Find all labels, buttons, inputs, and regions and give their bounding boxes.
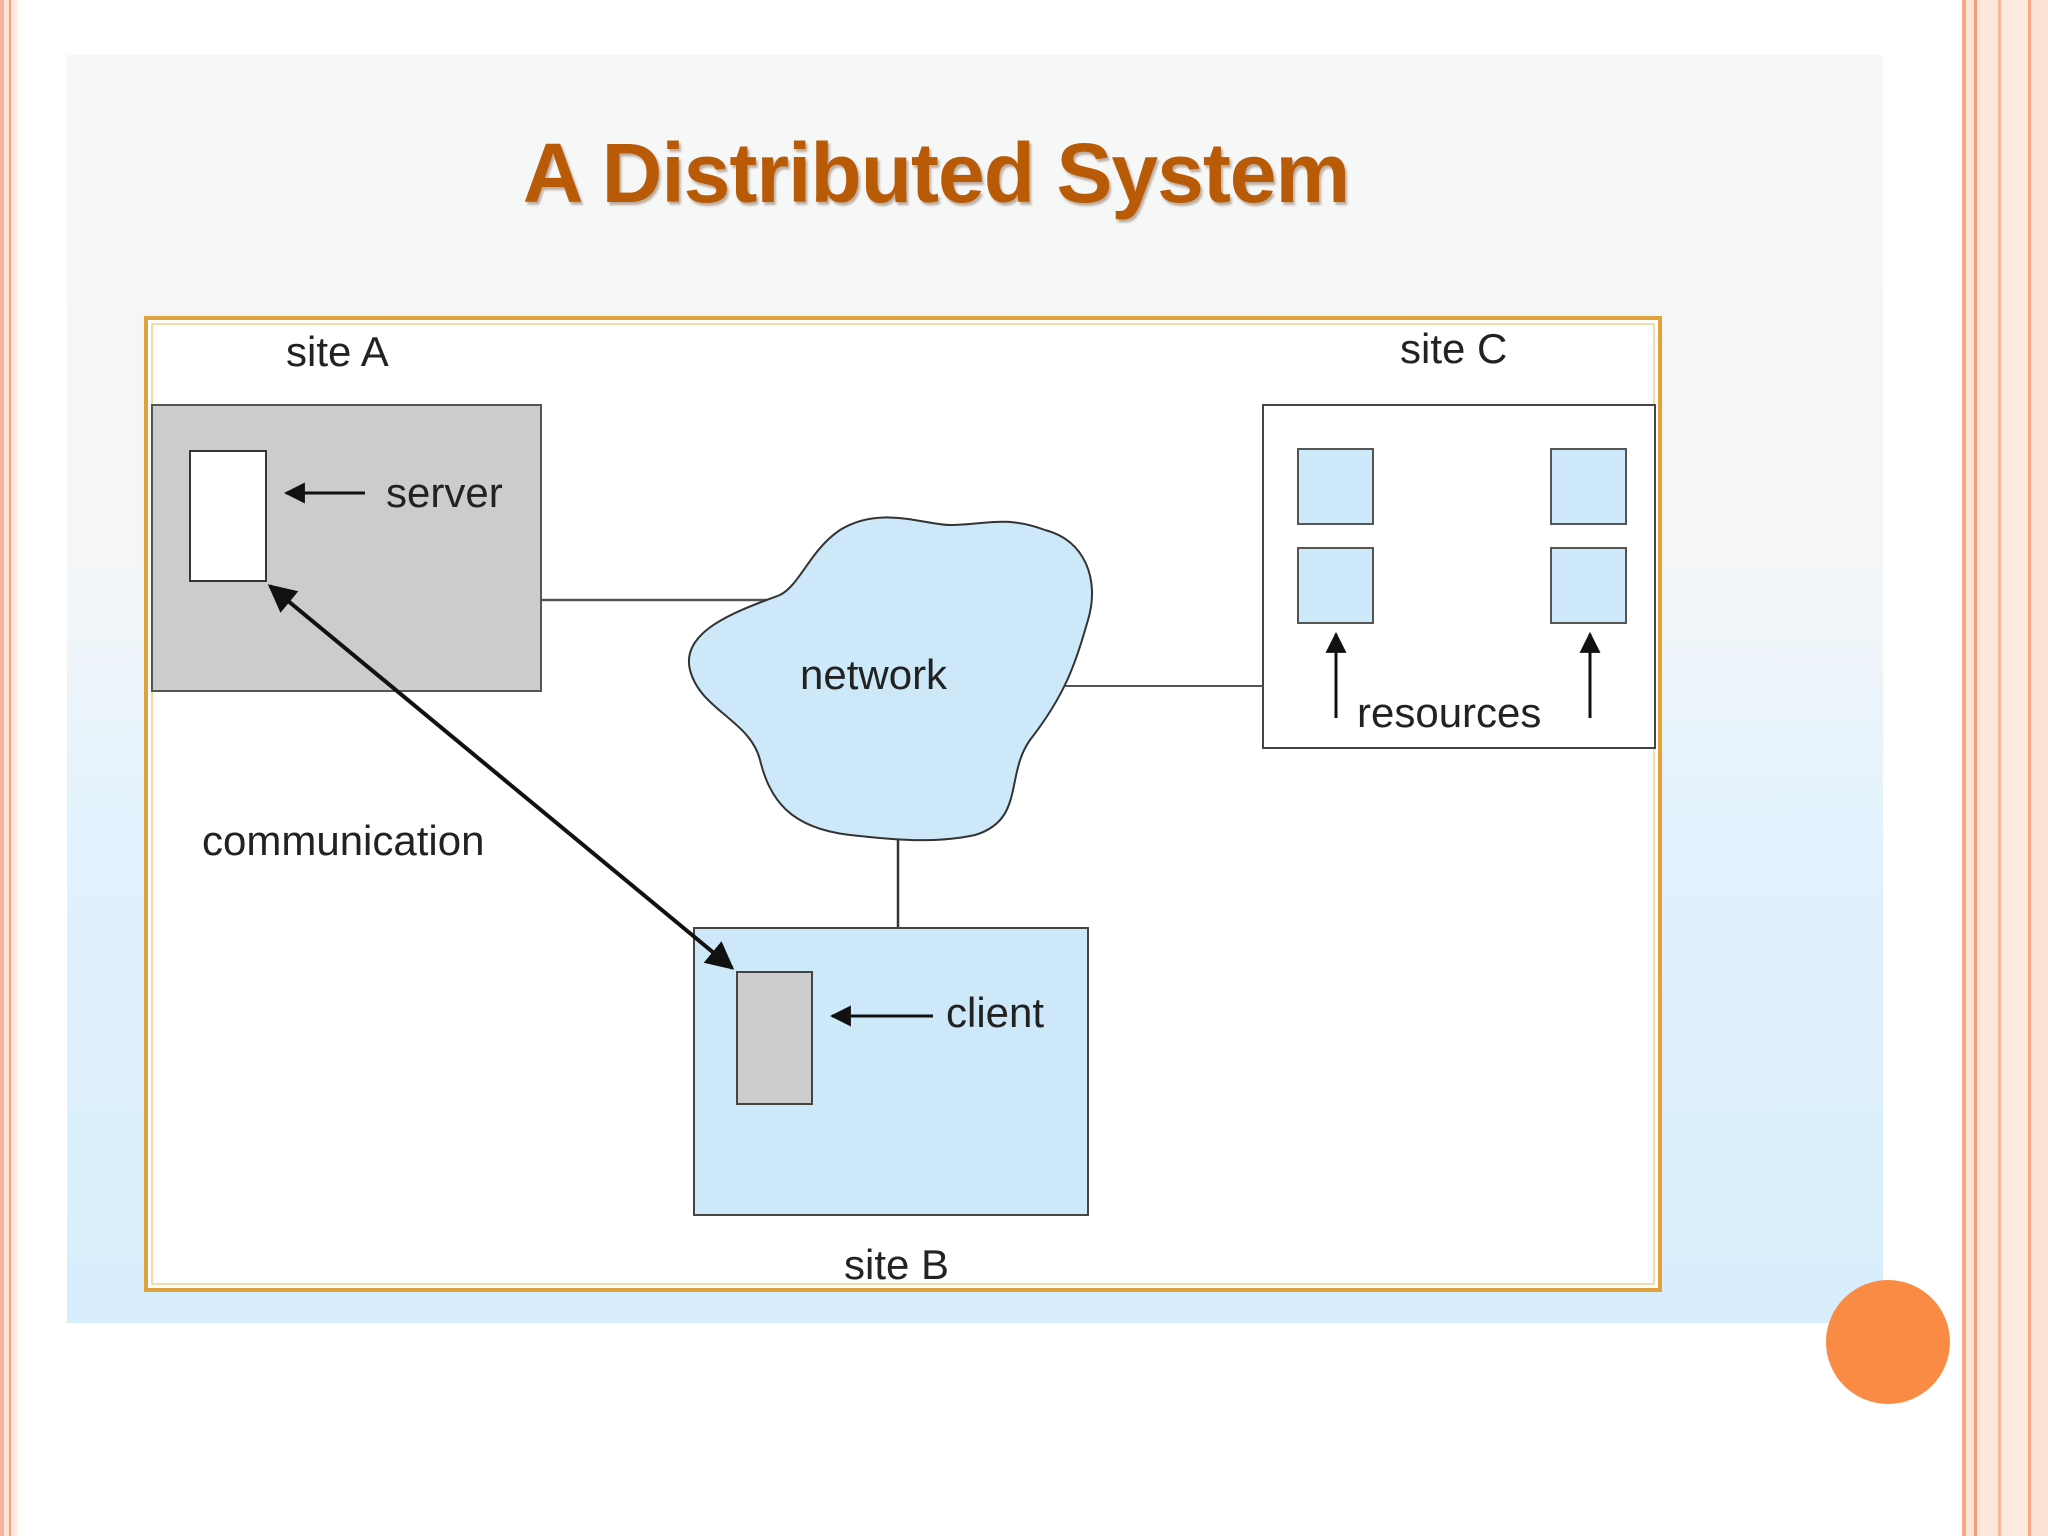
accent-dot [1826,1280,1950,1404]
resources-label: resources [1357,689,1542,736]
client-label: client [946,989,1045,1036]
server-box [189,450,267,582]
left-decor-stripe [0,0,17,1536]
communication-label: communication [202,817,485,864]
communication-arrow [267,584,735,970]
client-box [736,971,813,1105]
resource-box-1 [1297,448,1374,525]
right-decor-stripe [1958,0,2048,1536]
resource-box-4 [1550,547,1627,624]
site-c-label: site C [1400,325,1508,372]
resource-box-3 [1550,448,1627,525]
server-label: server [386,469,503,516]
site-a-label: site A [286,328,389,375]
site-b-label: site B [844,1241,950,1288]
network-label: network [800,651,948,698]
resource-box-2 [1297,547,1374,624]
slide-title: A Distributed System [522,126,1350,220]
